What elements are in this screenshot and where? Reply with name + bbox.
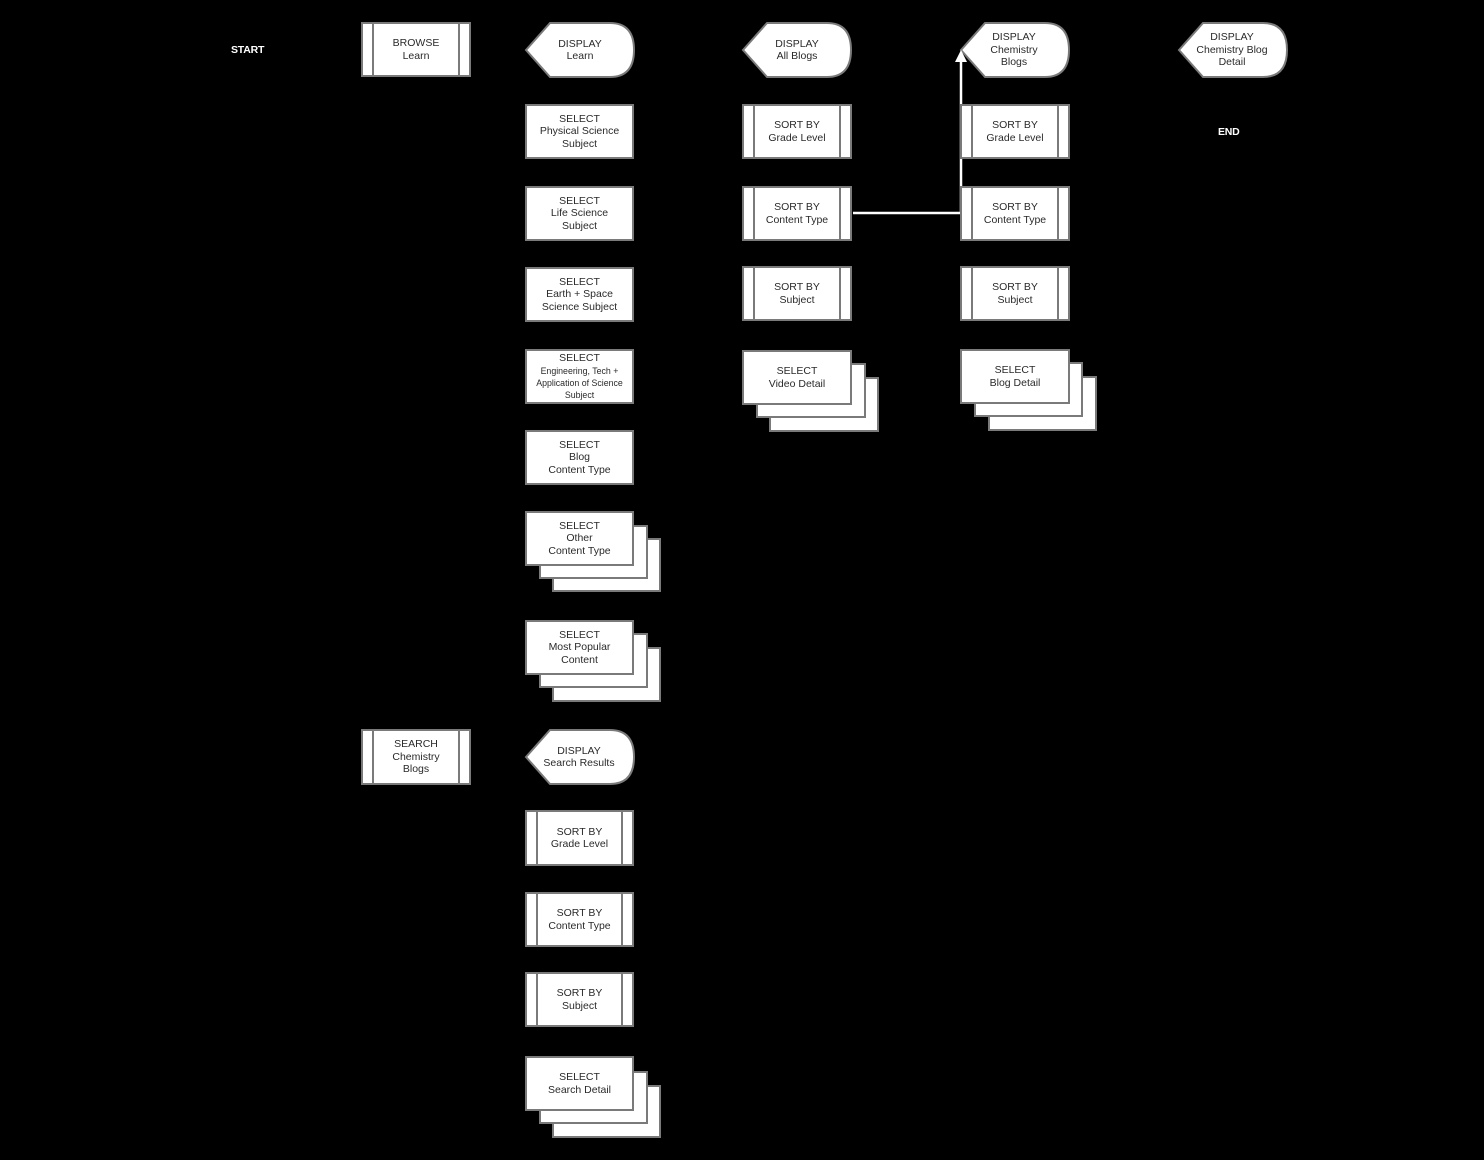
node-line1: Engineering, Tech + <box>540 365 619 376</box>
node-verb: SEARCH <box>394 738 438 751</box>
node-verb: SORT BY <box>992 281 1038 293</box>
display-search-results-shape <box>524 729 636 785</box>
node-object: Content Type <box>765 213 829 226</box>
search-sort-grade[interactable]: SORT BY Grade Level <box>525 810 634 866</box>
node-line2: Subject <box>561 137 598 150</box>
node-line1: Earth + Space <box>546 288 613 301</box>
arrowhead-icon <box>955 50 967 62</box>
browse-learn-node[interactable]: BROWSE Learn <box>361 22 471 77</box>
node-object: Content Type <box>983 213 1047 226</box>
node-line2: Blogs <box>402 763 430 776</box>
all-blogs-sort-subject[interactable]: SORT BY Subject <box>742 266 852 321</box>
node-object: Grade Level <box>986 131 1044 144</box>
node-verb: SORT BY <box>774 201 820 213</box>
node-line2: Subject <box>561 219 598 232</box>
start-terminal: START <box>231 44 265 56</box>
node-verb: SORT BY <box>992 201 1038 213</box>
display-all-blogs-shape <box>741 22 853 78</box>
node-line2: Blogs <box>1000 56 1028 69</box>
select-engineering-tech[interactable]: SELECT Engineering, Tech + Application o… <box>525 349 634 404</box>
node-line2: Science Subject <box>541 300 618 313</box>
node-object: Subject <box>779 293 815 306</box>
node-line3: Subject <box>564 389 595 400</box>
node-verb: SELECT <box>559 112 600 125</box>
node-object: Grade Level <box>768 131 826 144</box>
node-line2: Content <box>561 653 598 666</box>
node-verb: SORT BY <box>774 281 820 293</box>
search-chemistry-blogs-node[interactable]: SEARCH Chemistry Blogs <box>361 729 471 785</box>
node-object: Search Results <box>543 757 615 769</box>
node-line2: Detail <box>1218 56 1246 69</box>
node-object: Learn <box>566 50 594 62</box>
node-verb: SORT BY <box>556 907 603 919</box>
node-object: Subject <box>997 293 1033 306</box>
select-physical-science[interactable]: SELECT Physical Science Subject <box>525 104 634 159</box>
all-blogs-sort-grade[interactable]: SORT BY Grade Level <box>742 104 852 159</box>
node-object: Blog Detail <box>989 376 1041 389</box>
node-verb: DISPLAY <box>1210 31 1254 44</box>
select-blog-detail[interactable]: SELECT Blog Detail <box>960 349 1070 404</box>
connector-arrow <box>853 58 963 215</box>
node-verb: SORT BY <box>992 119 1038 131</box>
node-object: Learn <box>402 49 430 62</box>
search-sort-content-type[interactable]: SORT BY Content Type <box>525 892 634 947</box>
node-line1: Blog <box>568 451 590 464</box>
display-chem-blogs-shape <box>959 22 1071 78</box>
display-chem-blogs-node[interactable]: DISPLAY Chemistry Blogs <box>974 23 1054 77</box>
node-line2: Application of Science <box>536 377 623 388</box>
select-life-science[interactable]: SELECT Life Science Subject <box>525 186 634 241</box>
select-video-detail[interactable]: SELECT Video Detail <box>742 350 852 405</box>
node-line1: Life Science <box>550 207 609 220</box>
chem-blogs-sort-content-type[interactable]: SORT BY Content Type <box>960 186 1070 241</box>
node-verb: SELECT <box>559 519 600 532</box>
node-object: Content Type <box>548 919 611 932</box>
node-verb: SELECT <box>559 194 600 207</box>
node-object: All Blogs <box>776 50 818 62</box>
node-object: Grade Level <box>550 838 609 850</box>
select-search-detail[interactable]: SELECT Search Detail <box>525 1056 634 1111</box>
node-verb: SORT BY <box>556 987 603 999</box>
search-sort-subject[interactable]: SORT BY Subject <box>525 972 634 1027</box>
node-verb: SELECT <box>776 365 818 377</box>
display-learn-shape <box>524 22 636 78</box>
node-verb: BROWSE <box>392 37 440 49</box>
node-object: Search Detail <box>547 1083 612 1096</box>
node-object: Subject <box>561 999 598 1012</box>
chem-blogs-sort-subject[interactable]: SORT BY Subject <box>960 266 1070 321</box>
select-most-popular[interactable]: SELECT Most Popular Content <box>525 620 634 675</box>
display-chem-detail-shape <box>1177 22 1289 78</box>
node-verb: SORT BY <box>556 825 603 838</box>
node-verb: SELECT <box>559 1071 600 1083</box>
display-search-results-node[interactable]: DISPLAY Search Results <box>536 730 622 784</box>
node-verb: DISPLAY <box>557 744 601 757</box>
node-verb: SELECT <box>559 275 600 288</box>
node-line1: Physical Science <box>539 125 620 138</box>
node-object: Video Detail <box>768 377 826 390</box>
node-line2: Content Type <box>548 463 611 476</box>
all-blogs-sort-content-type[interactable]: SORT BY Content Type <box>742 186 852 241</box>
display-chem-detail-node[interactable]: DISPLAY Chemistry Blog Detail <box>1186 23 1278 77</box>
node-line1: Other <box>566 532 593 545</box>
select-earth-space-science[interactable]: SELECT Earth + Space Science Subject <box>525 267 634 322</box>
node-verb: DISPLAY <box>558 37 602 50</box>
select-other-content-type[interactable]: SELECT Other Content Type <box>525 511 634 566</box>
chem-blogs-sort-grade[interactable]: SORT BY Grade Level <box>960 104 1070 159</box>
node-verb: DISPLAY <box>775 37 819 50</box>
node-line1: Chemistry Blog <box>1196 43 1268 56</box>
node-line1: Chemistry <box>392 750 440 763</box>
node-verb: SORT BY <box>774 119 820 131</box>
node-verb: SELECT <box>559 352 600 365</box>
end-terminal: END <box>1218 126 1240 138</box>
node-verb: SELECT <box>559 438 600 451</box>
node-verb: DISPLAY <box>992 31 1036 44</box>
node-verb: SELECT <box>559 628 600 641</box>
node-line1: Chemistry <box>990 43 1038 56</box>
select-blog-content-type[interactable]: SELECT Blog Content Type <box>525 430 634 485</box>
display-learn-node[interactable]: DISPLAY Learn <box>540 23 620 77</box>
node-line1: Most Popular <box>548 641 611 654</box>
display-all-blogs-node[interactable]: DISPLAY All Blogs <box>757 23 837 77</box>
node-line2: Content Type <box>548 544 611 557</box>
node-verb: SELECT <box>994 364 1036 376</box>
